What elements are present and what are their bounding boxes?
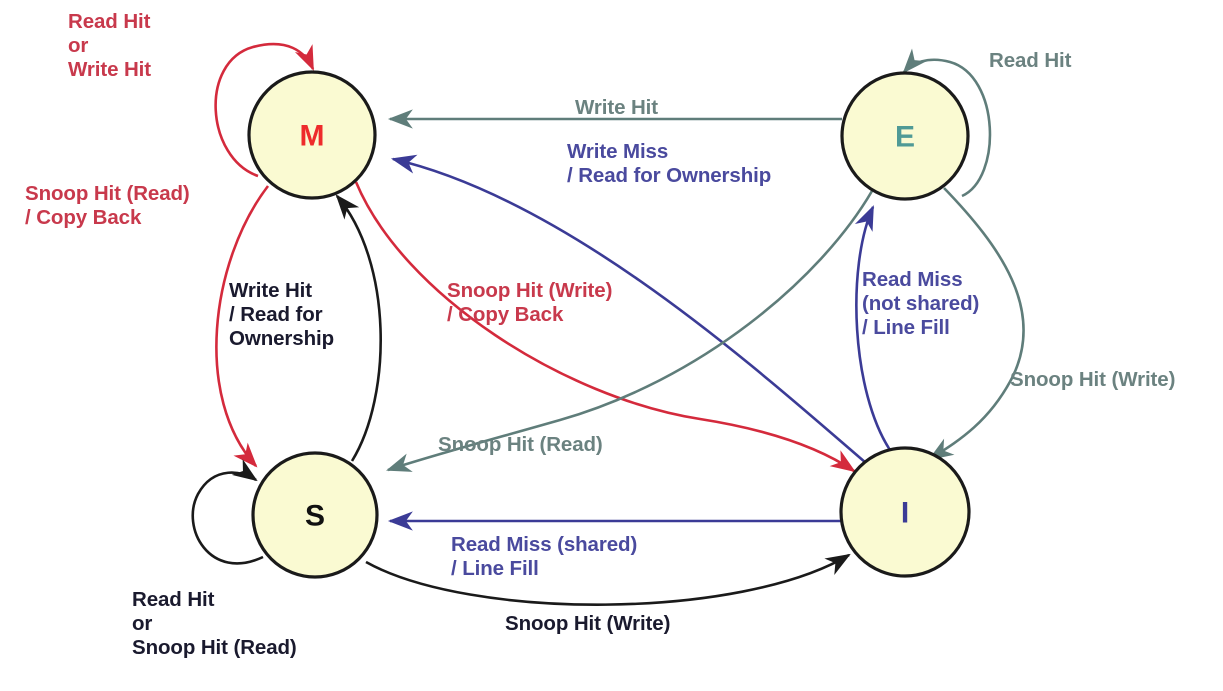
edge-s-to-i[interactable] <box>365 553 851 606</box>
label-e-to-s: Snoop Hit (Read) <box>438 433 603 456</box>
edge-i-to-m[interactable] <box>390 154 867 464</box>
edge-e-to-s[interactable] <box>386 190 874 472</box>
label-e-to-i: Snoop Hit (Write) <box>1010 368 1176 391</box>
label-i-to-m: Write Miss / Read for Ownership <box>567 140 772 187</box>
edge-s-to-m[interactable] <box>335 194 382 462</box>
node-i[interactable]: I <box>839 446 971 578</box>
edge-m-to-s[interactable] <box>215 185 270 468</box>
label-i-to-s: Read Miss (shared) / Line Fill <box>451 533 638 580</box>
node-m-label: M <box>300 120 325 153</box>
node-i-label: I <box>901 497 909 530</box>
edge-m-self[interactable] <box>214 42 315 178</box>
edge-e-self[interactable] <box>902 48 992 198</box>
node-m-circle[interactable] <box>247 70 377 200</box>
label-i-to-e: Read Miss (not shared) / Line Fill <box>862 268 980 339</box>
label-s-to-m: Write Hit / Read for Ownership <box>229 279 335 350</box>
node-i-circle[interactable] <box>839 446 971 578</box>
edge-s-self[interactable] <box>191 459 264 565</box>
label-e-to-m: Write Hit <box>575 96 659 119</box>
node-s-circle[interactable] <box>251 451 379 579</box>
node-s[interactable]: S <box>251 451 379 579</box>
node-e-label: E <box>895 121 915 154</box>
label-m-to-s: Snoop Hit (Read) / Copy Back <box>25 182 190 229</box>
node-e-circle[interactable] <box>840 71 970 201</box>
edge-e-to-i[interactable] <box>928 187 1025 461</box>
label-s-to-i: Snoop Hit (Write) <box>505 612 671 635</box>
label-m-self: Read Hit or Write Hit <box>68 10 152 81</box>
label-m-to-i: Snoop Hit (Write) / Copy Back <box>447 279 613 326</box>
edge-m-to-i[interactable] <box>354 181 856 473</box>
node-m[interactable]: M <box>247 70 377 200</box>
node-s-label: S <box>305 500 325 533</box>
label-e-self: Read Hit <box>989 49 1072 72</box>
edges-layer <box>191 42 1025 606</box>
node-e[interactable]: E <box>840 71 970 201</box>
nodes-layer: M E S I <box>247 70 971 579</box>
edge-i-to-e[interactable] <box>854 205 892 451</box>
label-s-self: Read Hit or Snoop Hit (Read) <box>132 588 297 659</box>
